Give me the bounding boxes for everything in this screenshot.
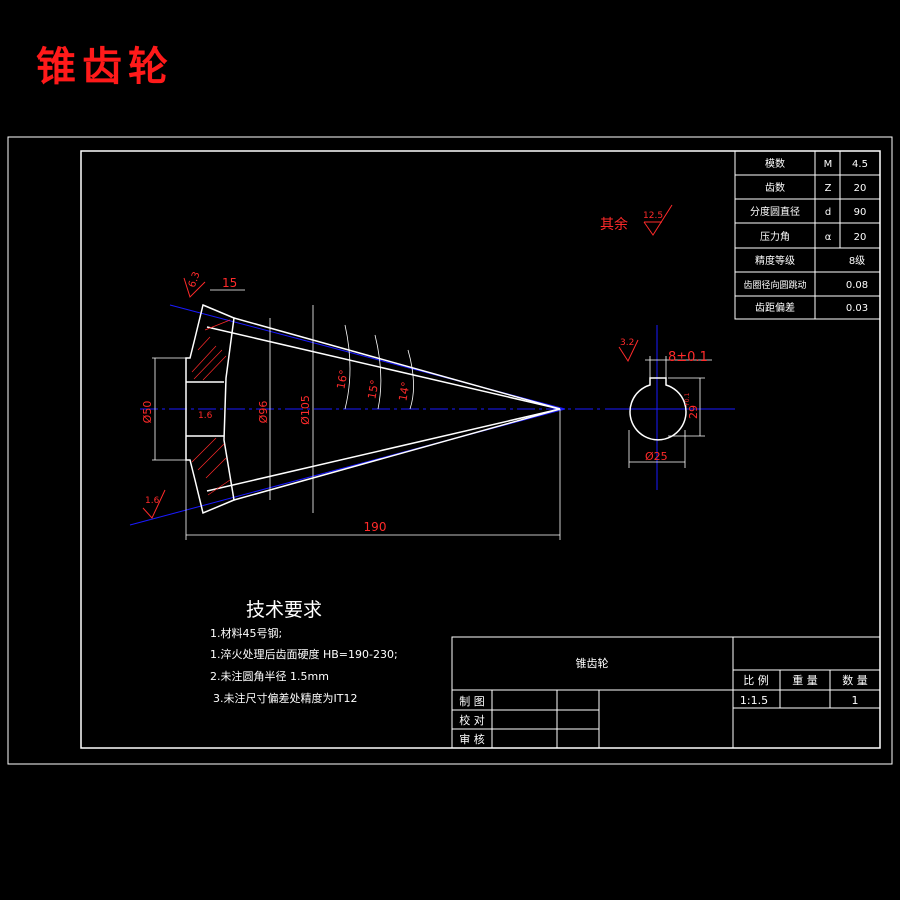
drawing-title: 锥齿轮 [36,43,174,90]
param-symbol: M [824,159,833,170]
tb-col-qty: 数 量 [842,674,868,687]
key-depth-tol: +0.1 [684,393,691,408]
angle-15: 15° [365,379,381,400]
angle-14: 14° [396,381,412,402]
title-block [451,636,881,749]
tb-checked: 校 对 [459,713,485,727]
outer-frame [7,136,893,765]
inner-roughness: 1.6 [198,411,213,421]
top-roughness: 6.3 [187,270,203,289]
section-roughness: 3.2 [620,338,634,348]
section-dia-dim: Ø25 [645,450,668,463]
param-name: 分度圆直径 [750,205,800,218]
param-table-text: 模数 M 4.5 齿数 Z 20 分度圆直径 d 90 压力角 α 20 精度等… [743,157,868,314]
tech-heading: 技术要求 [246,599,322,621]
param-symbol: d [825,207,831,218]
tb-col-scale: 比 例 [743,673,769,687]
tech-item: 2.未注圆角半径 1.5mm [210,669,329,683]
d105-dim: Ø105 [299,395,312,425]
section-hatch [191,319,231,496]
section-roughness-mark [618,339,639,363]
gear-body [185,303,561,515]
dimension-lines [152,289,561,540]
tech-item: 1.材料45号钢; [210,626,282,640]
param-name: 齿数 [765,181,785,194]
param-name: 齿圈径向圆跳动 [743,279,806,291]
param-value: 0.03 [846,303,868,314]
tb-qty: 1 [852,694,859,707]
param-value: 0.08 [846,280,868,291]
d96-dim: Ø96 [257,401,270,424]
param-name: 齿距偏差 [755,301,795,314]
rest-roughness-label: 其余 [600,216,628,233]
tb-scale: 1:1.5 [740,694,768,707]
length-dim: 190 [364,520,387,534]
param-name: 模数 [765,157,785,170]
tech-item: 3.未注尺寸偏差处精度为IT12 [213,691,357,705]
angle-16: 16° [334,369,350,390]
key-bore-outline [629,377,687,441]
param-symbol: Z [825,183,832,194]
roughness-marks [142,277,206,519]
param-name: 压力角 [760,230,790,243]
param-value: 20 [854,183,867,194]
param-value: 20 [854,232,867,243]
tb-col-weight: 重 量 [792,673,818,687]
tech-item: 1.淬火处理后齿面硬度 HB=190-230; [210,647,398,661]
bore-dim: Ø50 [141,401,154,424]
tb-part-name: 锥齿轮 [576,656,609,670]
key-depth-dim: 29 [687,405,700,419]
param-symbol: α [825,232,832,243]
bottom-roughness: 1.6 [145,496,160,506]
roughness-symbol [643,204,673,236]
shaft-section: 3.2 8±0.1 29 +0.1 Ø25 [605,325,735,490]
dimension-text: 15 6.3 Ø50 Ø96 Ø105 16° 15° 14° 190 1.6 … [141,270,413,534]
param-name: 精度等级 [755,254,795,267]
param-table [734,150,881,320]
param-value: 8级 [849,255,865,267]
key-width-dim: 8±0.1 [668,350,708,365]
tb-approved: 审 核 [459,732,485,746]
param-value: 90 [854,207,867,218]
top-width-dim: 15 [222,276,237,290]
param-value: 4.5 [852,159,868,170]
rest-roughness-value: 12.5 [643,211,663,221]
tb-drawn: 制 图 [459,695,485,708]
